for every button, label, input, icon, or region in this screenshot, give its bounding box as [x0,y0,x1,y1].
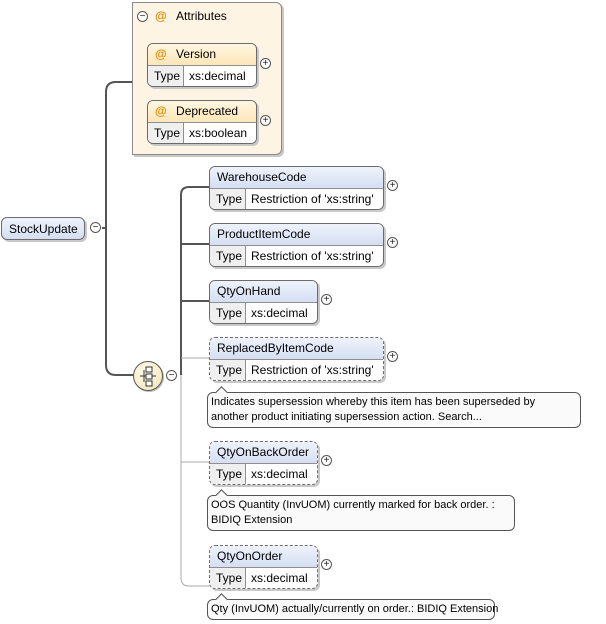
type-value: xs:decimal [189,69,246,83]
at-icon: @ [155,47,167,61]
attributes-header: @ Attributes [155,9,227,23]
type-value: Restriction of 'xs:string' [251,249,374,263]
attributes-title: Attributes [176,9,227,23]
type-value: xs:boolean [189,126,248,140]
attribute-name: Deprecated [176,104,239,118]
at-icon: @ [155,104,167,118]
type-label: Type [210,189,246,209]
element-name: ProductItemCode [210,224,383,246]
root-element-stockupdate[interactable]: StockUpdate [1,217,85,240]
element-qtyonorder[interactable]: QtyOnOrder Type xs:decimal [209,545,318,589]
attribute-header: @ Version [148,44,256,66]
replacedbyitemcode-expand-icon[interactable]: + [387,351,398,362]
element-name: QtyOnBackOrder [210,442,317,464]
qtyonorder-expand-icon[interactable]: + [321,559,332,570]
attributes-collapse-icon[interactable]: − [137,11,148,22]
version-expand-icon[interactable]: + [260,58,271,69]
doc-line: another product initiating supersession … [211,411,482,423]
qtyonhand-expand-icon[interactable]: + [321,294,332,305]
element-name: QtyOnOrder [210,546,317,568]
type-label: Type [210,360,246,380]
deprecated-expand-icon[interactable]: + [260,115,271,126]
root-element-label: StockUpdate [9,222,78,236]
type-value: Restriction of 'xs:string' [251,363,374,377]
type-label: Type [148,123,184,143]
warehousecode-expand-icon[interactable]: + [387,180,398,191]
at-icon: @ [155,9,167,23]
doc-line: Indicates supersession whereby this item… [211,396,536,408]
element-name: WarehouseCode [210,167,383,189]
type-label: Type [210,303,246,323]
type-value: xs:decimal [251,306,308,320]
attribute-deprecated[interactable]: @ Deprecated Type xs:boolean [147,100,257,144]
type-value: Restriction of 'xs:string' [251,192,374,206]
attribute-header: @ Deprecated [148,101,256,123]
attribute-name: Version [176,47,217,61]
element-name: ReplacedByItemCode [210,338,383,360]
replacedbyitemcode-documentation: Indicates supersession whereby this item… [207,392,581,428]
element-replacedbyitemcode[interactable]: ReplacedByItemCode Type Restriction of '… [209,337,384,381]
qtyonbackorder-documentation: OOS Quantity (InvUOM) currently marked f… [207,495,515,531]
doc-line: Qty (InvUOM) actually/currently on order… [211,603,499,615]
sequence-glyph-icon [140,366,156,387]
type-value: xs:decimal [251,571,308,585]
type-value: xs:decimal [251,467,308,481]
qtyonorder-documentation: Qty (InvUOM) actually/currently on order… [207,599,499,620]
element-qtyonbackorder[interactable]: QtyOnBackOrder Type xs:decimal [209,441,318,485]
qtyonbackorder-expand-icon[interactable]: + [321,455,332,466]
element-qtyonhand[interactable]: QtyOnHand Type xs:decimal [209,280,318,324]
doc-line: OOS Quantity (InvUOM) currently marked f… [211,499,495,511]
doc-line: BIDIQ Extension [211,514,293,526]
productitemcode-expand-icon[interactable]: + [387,237,398,248]
type-label: Type [210,246,246,266]
element-name: QtyOnHand [210,281,317,303]
type-label: Type [148,66,184,86]
element-productitemcode[interactable]: ProductItemCode Type Restriction of 'xs:… [209,223,384,267]
element-warehousecode[interactable]: WarehouseCode Type Restriction of 'xs:st… [209,166,384,210]
sequence-compositor-icon[interactable] [133,361,163,391]
type-label: Type [210,568,246,588]
attribute-version[interactable]: @ Version Type xs:decimal [147,43,257,87]
sequence-collapse-icon[interactable]: − [166,370,177,381]
root-collapse-icon[interactable]: − [90,222,101,233]
type-label: Type [210,464,246,484]
